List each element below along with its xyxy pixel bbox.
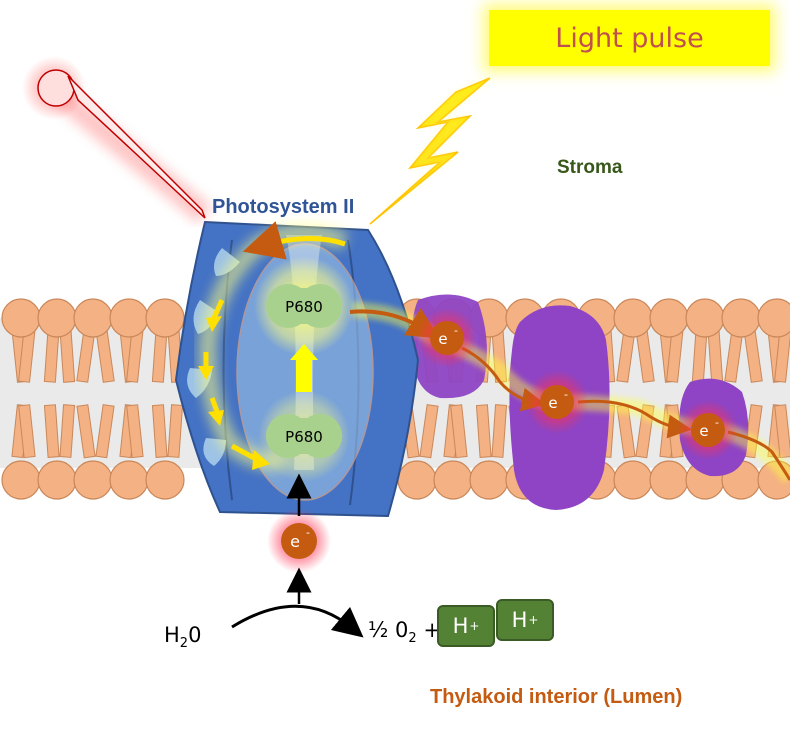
lipid-head [469,460,509,500]
light-pulse-label: Light pulse [555,22,704,54]
lipid-head [649,298,689,338]
lipid-tail [419,404,439,459]
electron-water [267,509,331,573]
water-splitting-arrow [231,604,364,638]
lipid-tail [450,404,468,459]
lipid-tail [76,404,96,459]
lipid-head [433,460,473,500]
lipid-head [73,460,113,500]
electron-2 [525,370,589,434]
oxygen-formula: ½ 02 + [368,618,441,646]
electron-2-charge: - [564,388,568,401]
lipid-tail [59,404,76,458]
lipid-tail [491,404,508,458]
lipid-head [109,298,149,338]
lipid-head [145,460,185,500]
proton-2-label: H [511,608,528,632]
lipid-head [613,460,653,500]
stroma-label: Stroma [557,157,623,178]
lipid-head [613,298,653,338]
lipid-head [109,460,149,500]
electron-3-charge: - [715,416,719,429]
probe-icon [22,56,213,224]
lipid-head [37,298,77,338]
photosystem-ii-label: Photosystem II [212,196,355,218]
lipid-tail [126,404,144,459]
lipid-tail [475,404,492,458]
p680-bottom [258,390,350,482]
proton-1-charge: + [469,619,480,633]
lumen-label: Thylakoid interior (Lumen) [430,686,683,708]
lipid-head [1,460,41,500]
lipid-head [685,298,725,338]
p680-bottom-label: P680 [285,428,323,446]
lipid-tail [151,404,168,458]
lipid-tail [95,404,115,459]
water-subscript: 2 [179,636,189,652]
lipid-head [73,298,113,338]
oxygen-prefix: ½ 0 [368,618,409,642]
p680-top-label: P680 [285,298,323,316]
lipid-head [1,298,41,338]
water-h: H [164,623,180,647]
energy-transfer-path [198,221,349,471]
p680-top [254,256,354,356]
lipid-head [145,298,185,338]
lightning-bolt-icon [369,77,491,225]
electron-2-label: e [548,394,557,412]
water-o: 0 [188,623,202,647]
proton-2: H+ [496,599,554,641]
lipid-tail [774,404,790,459]
lipid-tail [18,404,36,459]
electron-water-label: e [290,532,300,551]
plus-sign: + [423,618,441,642]
proton-1-label: H [452,614,469,638]
electron-1-charge: - [454,324,458,337]
electron-water-charge: - [306,526,310,539]
light-pulse-label-box: Light pulse [489,10,770,66]
electron-3-label: e [699,422,708,440]
lipid-head [397,460,437,500]
lipid-tail [43,404,60,458]
lipid-head [721,298,761,338]
proton-2-charge: + [528,613,539,627]
excitation-arrow [290,344,318,392]
lipid-head [649,460,689,500]
lipid-tail [167,404,184,458]
water-formula: H20 [164,623,201,651]
electron-3 [678,400,738,460]
electron-1-label: e [438,330,447,348]
electron-1 [417,308,477,368]
lipid-head [757,298,790,338]
proton-1: H+ [437,605,495,647]
oxygen-subscript: 2 [408,631,417,647]
lipid-head [37,460,77,500]
